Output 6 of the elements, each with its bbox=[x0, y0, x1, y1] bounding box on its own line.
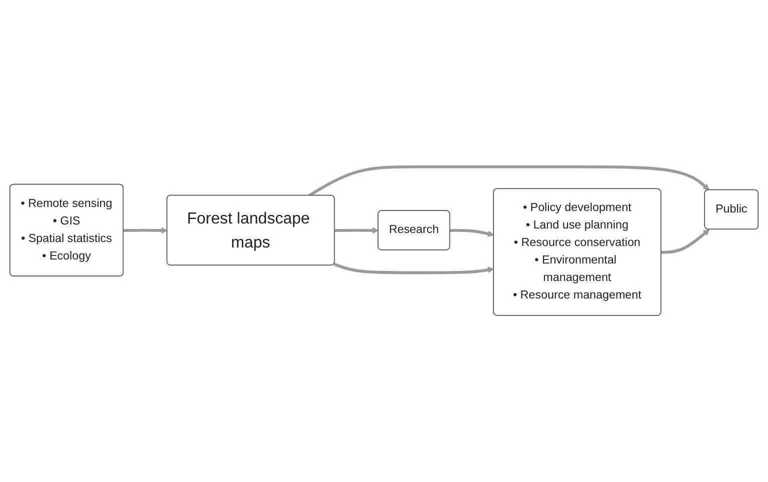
arrow bbox=[450, 228, 494, 237]
arrow bbox=[308, 165, 710, 197]
arrow bbox=[661, 229, 710, 254]
arrow bbox=[334, 227, 379, 234]
arrow bbox=[333, 262, 494, 274]
arrow bbox=[124, 227, 168, 234]
